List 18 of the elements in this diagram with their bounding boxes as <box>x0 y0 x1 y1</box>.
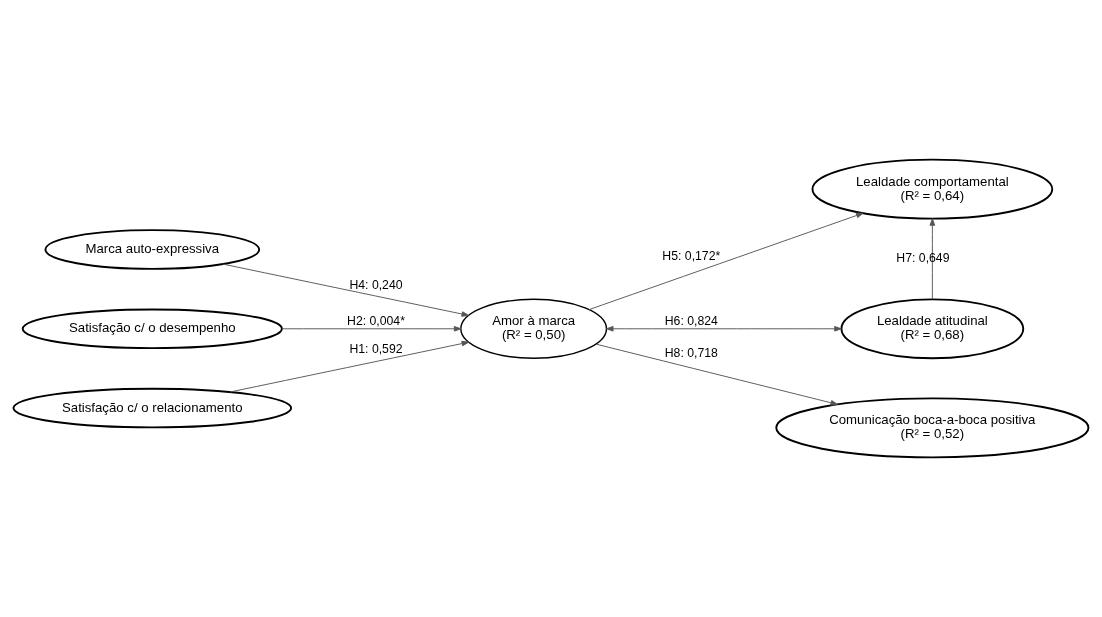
arrow <box>222 263 470 317</box>
arrow <box>595 343 838 406</box>
edge-label: H8: 0,718 <box>664 345 718 360</box>
arrow <box>929 218 936 300</box>
arrow <box>281 326 462 332</box>
arrow <box>588 212 864 311</box>
arrow <box>606 326 842 332</box>
edge-label: H7: 0,649 <box>896 251 950 266</box>
node-ellipse: Marca auto-expressiva <box>44 229 261 270</box>
edge-label: H4: 0,240 <box>349 277 403 292</box>
arrow <box>229 340 470 393</box>
node-ellipse: Lealdade atitudinal (R² = 0,68) <box>840 298 1025 360</box>
edge-label: H1: 0,592 <box>349 341 403 356</box>
edge-label: H2: 0,004* <box>347 314 405 329</box>
node-ellipse: Satisfação c/ o desempenho <box>21 308 283 350</box>
node-ellipse: Satisfação c/ o relacionamento <box>12 387 293 429</box>
edge-label: H5: 0,172* <box>662 249 721 264</box>
edge-label: H6: 0,824 <box>664 314 718 329</box>
